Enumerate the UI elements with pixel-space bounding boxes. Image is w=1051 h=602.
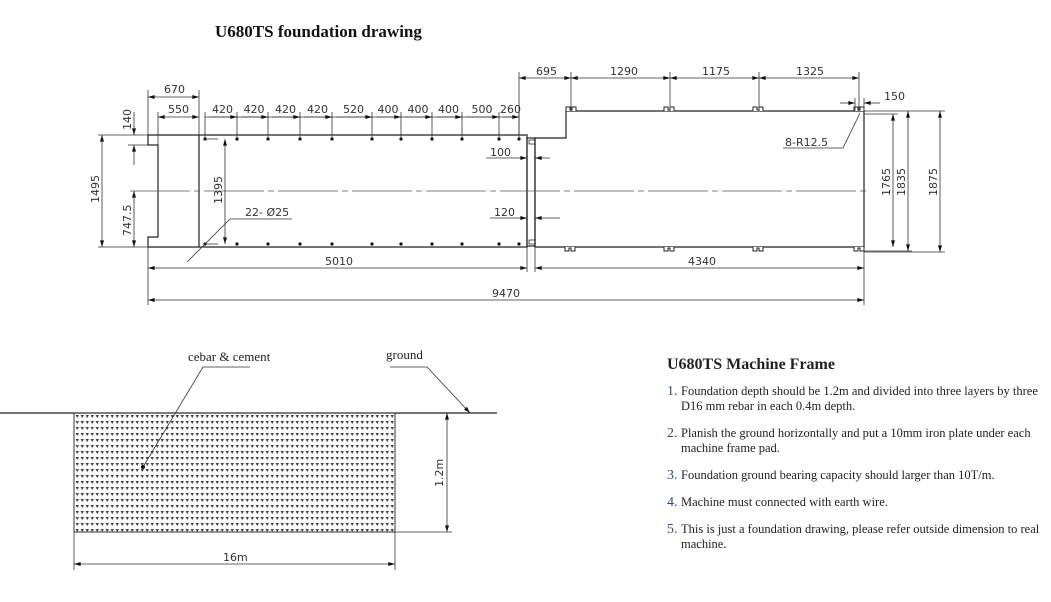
dim-550: 550 xyxy=(168,103,189,116)
dim-hole-spacing: 420 xyxy=(212,103,233,116)
notes-panel: U680TS Machine Frame 1.Foundation depth … xyxy=(667,356,1047,564)
dim-1875: 1875 xyxy=(927,168,940,196)
dim-9470: 9470 xyxy=(492,287,520,300)
foundation-section: cebar & cement ground 1.2m 16m xyxy=(0,347,497,570)
fill-label: cebar & cement xyxy=(188,349,271,364)
ground-label: ground xyxy=(386,347,423,362)
anchor-hole xyxy=(430,242,434,246)
note-number: 5. xyxy=(667,522,678,537)
dim-140: 140 xyxy=(121,109,134,130)
drawing-title: U680TS foundation drawing xyxy=(215,22,422,41)
dim-100: 100 xyxy=(490,146,511,159)
note-text: This is just a foundation drawing, pleas… xyxy=(681,522,1040,551)
dim-1175: 1175 xyxy=(702,65,730,78)
dim-hole-spacing: 520 xyxy=(343,103,364,116)
note-text: Foundation depth should be 1.2m and divi… xyxy=(681,384,1038,413)
dim-hole-spacing: 420 xyxy=(244,103,265,116)
anchor-hole xyxy=(460,242,464,246)
frame-pad-notch xyxy=(564,247,576,252)
width-label: 16m xyxy=(223,551,248,564)
anchor-hole xyxy=(266,242,270,246)
anchor-hole xyxy=(399,242,403,246)
dim-hole-spacing: 420 xyxy=(275,103,296,116)
note-item: 5.This is just a foundation drawing, ple… xyxy=(667,522,1047,552)
dim-1395: 1395 xyxy=(212,176,225,204)
dim-747-5: 747.5 xyxy=(121,205,134,237)
note-text: Planish the ground horizontally and put … xyxy=(681,426,1031,455)
radius-callout: 8-R12.5 xyxy=(785,136,828,149)
notes-heading: U680TS Machine Frame xyxy=(667,356,835,373)
dim-1325: 1325 xyxy=(796,65,824,78)
anchor-hole xyxy=(298,242,302,246)
dim-hole-spacing: 400 xyxy=(408,103,429,116)
note-number: 3. xyxy=(667,468,678,483)
dim-1765: 1765 xyxy=(880,168,893,196)
dim-hole-spacing: 500 xyxy=(472,103,493,116)
depth-label: 1.2m xyxy=(433,459,446,487)
note-text: Foundation ground bearing capacity shoul… xyxy=(681,468,995,482)
rear-foundation-outline xyxy=(534,106,865,252)
note-text: Machine must connected with earth wire. xyxy=(681,495,888,509)
dimension-labels: 670 550 420 420 420 420 520 400 400 400 500 260 6… xyxy=(89,65,940,300)
dim-hole-spacing: 420 xyxy=(307,103,328,116)
dim-hole-spacing: 400 xyxy=(378,103,399,116)
note-item: 3.Foundation ground bearing capacity sho… xyxy=(667,468,1047,483)
anchor-hole xyxy=(330,242,334,246)
dim-hole-spacing: 260 xyxy=(500,103,521,116)
note-number: 1. xyxy=(667,384,678,399)
note-item: 4.Machine must connected with earth wire… xyxy=(667,495,1047,510)
note-number: 4. xyxy=(667,495,678,510)
dim-hole-spacing: 400 xyxy=(438,103,459,116)
anchor-hole xyxy=(517,242,521,246)
concrete-fill xyxy=(73,412,396,533)
dim-120: 120 xyxy=(494,206,515,219)
frame-pad-notch xyxy=(663,106,675,111)
anchor-holes xyxy=(203,137,521,246)
frame-pad-notch xyxy=(752,106,764,111)
anchor-hole xyxy=(235,242,239,246)
holes-callout: 22- Ø25 xyxy=(245,206,289,219)
dim-4340: 4340 xyxy=(688,255,716,268)
dimension-lines xyxy=(100,76,942,302)
frame-pad-notch xyxy=(752,247,764,252)
note-number: 2. xyxy=(667,426,678,441)
dim-670: 670 xyxy=(164,83,185,96)
anchor-hole xyxy=(497,242,501,246)
dim-150: 150 xyxy=(884,90,905,103)
frame-pad-notch xyxy=(853,247,865,252)
dim-5010: 5010 xyxy=(325,255,353,268)
dim-1495: 1495 xyxy=(89,175,102,203)
frame-pad-notch xyxy=(663,247,675,252)
note-item: 2.Planish the ground horizontally and pu… xyxy=(667,426,1047,456)
dim-1835: 1835 xyxy=(895,168,908,196)
anchor-hole xyxy=(370,242,374,246)
note-item: 1.Foundation depth should be 1.2m and di… xyxy=(667,384,1047,414)
extension-lines xyxy=(98,72,945,305)
dim-1290: 1290 xyxy=(610,65,638,78)
dim-695: 695 xyxy=(536,65,557,78)
